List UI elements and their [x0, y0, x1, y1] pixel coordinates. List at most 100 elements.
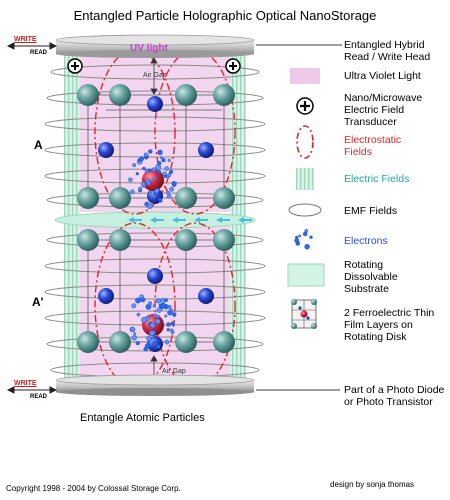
electron: [157, 161, 162, 166]
photo-diode-disk: [55, 374, 255, 396]
electron: [172, 181, 177, 186]
write-label-bottom: WRITE: [14, 380, 37, 387]
read-label-top: READ: [30, 50, 48, 56]
electron: [151, 167, 156, 172]
diagram-title: Entangled Particle Holographic Optical N…: [73, 8, 377, 23]
electron: [153, 313, 158, 318]
electron: [167, 158, 171, 162]
electron: [146, 203, 153, 209]
electron: [164, 339, 170, 345]
electron: [169, 186, 174, 192]
electron: [153, 177, 157, 181]
write-arrow-bottom: [6, 386, 58, 394]
electron: [135, 341, 140, 346]
electron: [309, 235, 313, 239]
designer-credit: design by sonja thomas: [330, 480, 415, 489]
blue-atoms: [98, 96, 214, 352]
electron: [161, 158, 166, 163]
storage-column: [6, 34, 266, 396]
electron: [166, 322, 171, 327]
electron: [144, 169, 149, 173]
electron: [135, 297, 141, 304]
electron: [142, 166, 146, 171]
electron: [148, 301, 153, 306]
electron: [128, 177, 133, 182]
electron: [164, 166, 169, 171]
substrate-arrows: [128, 217, 252, 223]
uv-light-label: UV light: [130, 43, 168, 54]
electron: [153, 192, 157, 196]
entangled-nucleus-upper: [142, 169, 164, 191]
substrate-swatch: [287, 263, 325, 287]
legend-electrostatic: Electrostatic Fields: [344, 134, 402, 158]
electron: [170, 321, 175, 326]
electron: [139, 156, 145, 162]
write-arrow-top: [6, 42, 58, 50]
electron: [149, 322, 156, 329]
electron: [151, 341, 157, 347]
transducer-right: [225, 58, 241, 74]
electron: [148, 149, 153, 154]
air-gap-label-top: Air Gap: [143, 72, 167, 79]
electron: [171, 312, 177, 317]
electron: [143, 152, 148, 157]
legend-electric: Electric Fields: [344, 173, 410, 185]
electron: [156, 307, 162, 313]
electron: [144, 343, 150, 349]
electron: [166, 194, 172, 199]
electron: [157, 149, 163, 156]
electron: [148, 191, 152, 196]
electron: [152, 195, 156, 199]
copyright-notice: Copyright 1998 - 2004 by Colossal Storag…: [6, 484, 181, 493]
electron: [167, 173, 172, 178]
legend-emf: EMF Fields: [344, 205, 398, 217]
electron: [164, 298, 169, 302]
electron: [140, 181, 146, 187]
electron: [302, 231, 308, 237]
uv-swatch: [290, 68, 320, 84]
electron: [158, 197, 162, 202]
electron: [169, 328, 174, 332]
electron: [140, 316, 147, 323]
electron: [152, 304, 157, 308]
diagram-caption: Entangle Atomic Particles: [80, 412, 205, 424]
electron: [155, 318, 161, 325]
electron: [163, 174, 168, 179]
ferroelectric-swatch: [291, 299, 317, 329]
section-label-a-prime: A': [32, 295, 44, 309]
electron: [139, 294, 144, 299]
legend-uv: Ultra Violet Light: [344, 70, 421, 82]
electron: [155, 344, 161, 349]
electron: [130, 327, 136, 333]
electron: [131, 303, 137, 309]
electron: [131, 335, 137, 341]
air-gap-label-bottom: Air Gap: [162, 368, 186, 375]
electron: [136, 312, 141, 317]
electron-cloud-lower: [129, 294, 177, 352]
teal-atoms: [77, 84, 235, 353]
electron: [168, 169, 174, 174]
electron: [167, 310, 173, 316]
legend-swatches: [287, 68, 325, 329]
legend-transducer: Nano/Microwave Electric Field Transducer: [344, 92, 423, 128]
electron: [154, 188, 160, 194]
electric-swatch: [296, 168, 314, 190]
legend-electrons: Electrons: [344, 235, 388, 247]
legend-ferroelectric: 2 Ferroelectric Thin Film Layers on Rota…: [344, 307, 435, 343]
electron: [298, 234, 302, 238]
transducer-left: [67, 58, 83, 74]
electron: [132, 163, 137, 168]
electron: [149, 330, 156, 336]
electron-cloud-upper: [128, 149, 177, 209]
electron: [166, 328, 170, 332]
section-label-a: A: [34, 138, 43, 152]
electron: [159, 156, 163, 160]
electron: [146, 181, 151, 186]
emf-swatch: [288, 203, 322, 217]
electrostatic-swatch: [296, 125, 314, 159]
electron: [129, 189, 135, 195]
electron: [133, 332, 137, 336]
write-label-top: WRITE: [14, 36, 37, 43]
electron: [165, 190, 170, 195]
